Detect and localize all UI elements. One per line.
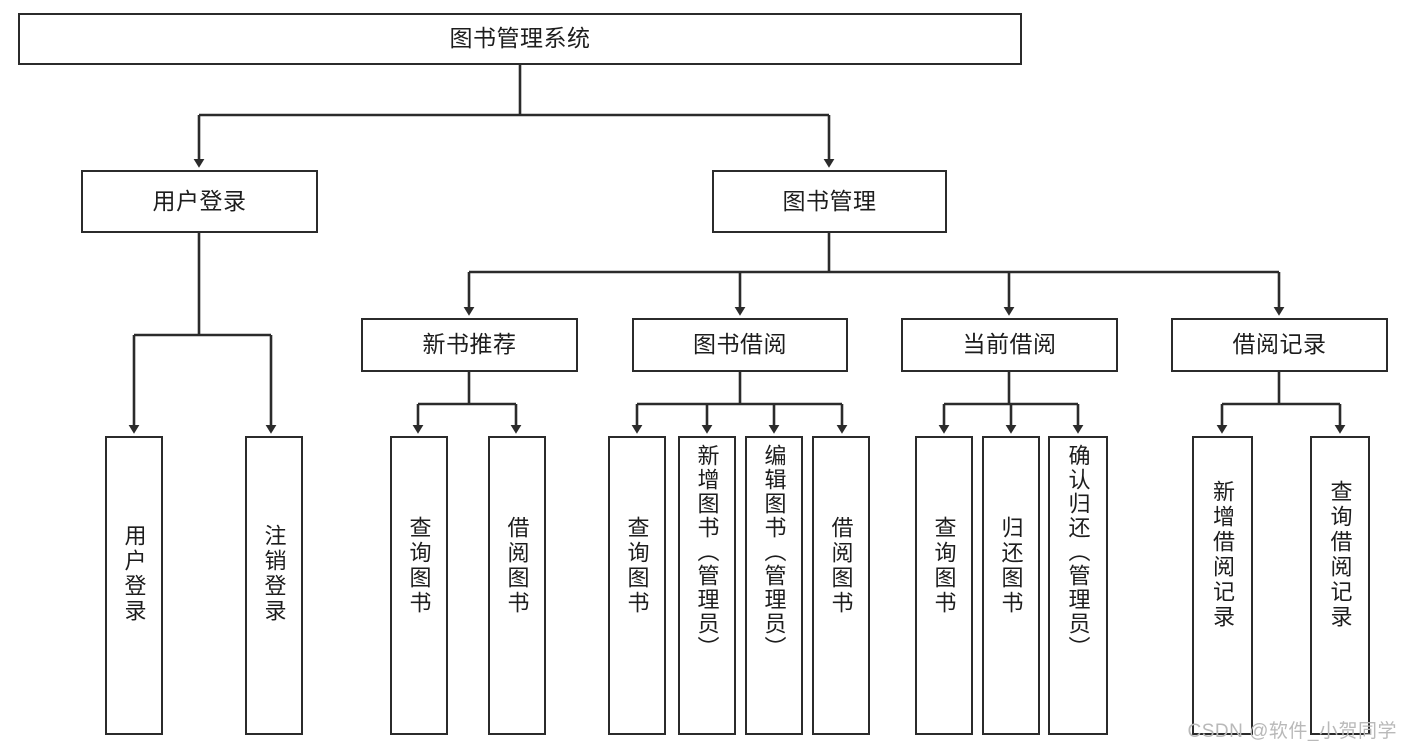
leaf-add-book-admin[interactable]: 新增图书（管理员） — [678, 436, 736, 735]
leaf-query-book-borrow-label: 查询图书 — [624, 516, 650, 616]
leaf-query-book-new-label: 查询图书 — [406, 516, 432, 616]
leaf-edit-book-admin-label: 编辑图书（管理员） — [761, 444, 787, 660]
leaf-return-book[interactable]: 归还图书 — [982, 436, 1040, 735]
leaf-logout-label: 注销登录 — [261, 524, 287, 624]
leaf-add-book-admin-label: 新增图书（管理员） — [694, 444, 720, 660]
node-current-borrow-label: 当前借阅 — [962, 331, 1057, 358]
node-user-login-label: 用户登录 — [152, 187, 247, 214]
leaf-query-borrow-record-label: 查询借阅记录 — [1327, 480, 1353, 630]
leaf-query-book-new[interactable]: 查询图书 — [390, 436, 448, 735]
leaf-confirm-return-admin[interactable]: 确认归还（管理员） — [1048, 436, 1108, 735]
leaf-confirm-return-admin-label: 确认归还（管理员） — [1065, 444, 1091, 660]
leaf-borrow-book-label: 借阅图书 — [828, 516, 854, 616]
node-book-borrow[interactable]: 图书借阅 — [632, 318, 848, 372]
node-root[interactable]: 图书管理系统 — [18, 13, 1022, 65]
leaf-query-book-current-label: 查询图书 — [931, 516, 957, 616]
leaf-borrow-book[interactable]: 借阅图书 — [812, 436, 870, 735]
leaf-add-borrow-record-label: 新增借阅记录 — [1210, 480, 1236, 630]
leaf-borrow-book-new-label: 借阅图书 — [504, 516, 530, 616]
leaf-edit-book-admin[interactable]: 编辑图书（管理员） — [745, 436, 803, 735]
leaf-user-login-label: 用户登录 — [121, 524, 147, 624]
leaf-user-login[interactable]: 用户登录 — [105, 436, 163, 735]
node-root-label: 图书管理系统 — [449, 25, 591, 52]
leaf-add-borrow-record[interactable]: 新增借阅记录 — [1192, 436, 1253, 735]
leaf-query-book-borrow[interactable]: 查询图书 — [608, 436, 666, 735]
leaf-return-book-label: 归还图书 — [998, 516, 1024, 616]
leaf-query-borrow-record[interactable]: 查询借阅记录 — [1310, 436, 1370, 735]
node-user-login[interactable]: 用户登录 — [81, 170, 318, 233]
node-borrow-record[interactable]: 借阅记录 — [1171, 318, 1388, 372]
node-new-book-recommend[interactable]: 新书推荐 — [361, 318, 578, 372]
node-book-management-label: 图书管理 — [782, 187, 877, 214]
csdn-watermark: CSDN @软件_小贺同学 — [1187, 721, 1397, 742]
node-borrow-record-label: 借阅记录 — [1232, 331, 1327, 358]
leaf-query-book-current[interactable]: 查询图书 — [915, 436, 973, 735]
node-book-borrow-label: 图书借阅 — [693, 331, 787, 358]
leaf-borrow-book-new[interactable]: 借阅图书 — [488, 436, 546, 735]
leaf-logout[interactable]: 注销登录 — [245, 436, 303, 735]
node-book-management[interactable]: 图书管理 — [712, 170, 947, 233]
node-current-borrow[interactable]: 当前借阅 — [901, 318, 1118, 372]
node-new-book-recommend-label: 新书推荐 — [422, 331, 517, 358]
